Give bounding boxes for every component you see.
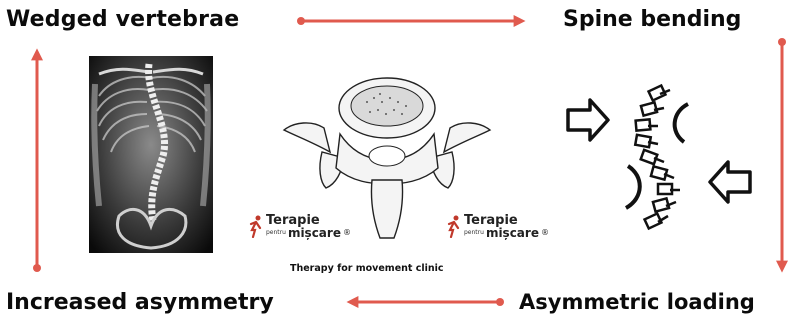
logo-name-small: pentru: [464, 230, 484, 236]
person-icon: [446, 214, 462, 238]
spine-xray-image: [89, 56, 213, 253]
caption: Therapy for movement clinic: [290, 263, 444, 274]
logo-name-small: pentru: [266, 230, 286, 236]
logo-left: Terapie pentrumișcare®: [248, 214, 351, 240]
arrow-bottom: [350, 298, 504, 306]
arrow-top: [297, 17, 522, 25]
logo-name-bottom: mișcare: [486, 227, 539, 239]
logo-registered: ®: [343, 229, 351, 237]
arrow-right: [778, 38, 786, 269]
logo-name-bottom: mișcare: [288, 227, 341, 239]
bending-spine-diagram: [560, 80, 760, 240]
person-icon: [248, 214, 264, 238]
logo-right: Terapie pentrumișcare®: [446, 214, 549, 240]
arrow-left: [33, 52, 41, 272]
logo-registered: ®: [541, 229, 549, 237]
